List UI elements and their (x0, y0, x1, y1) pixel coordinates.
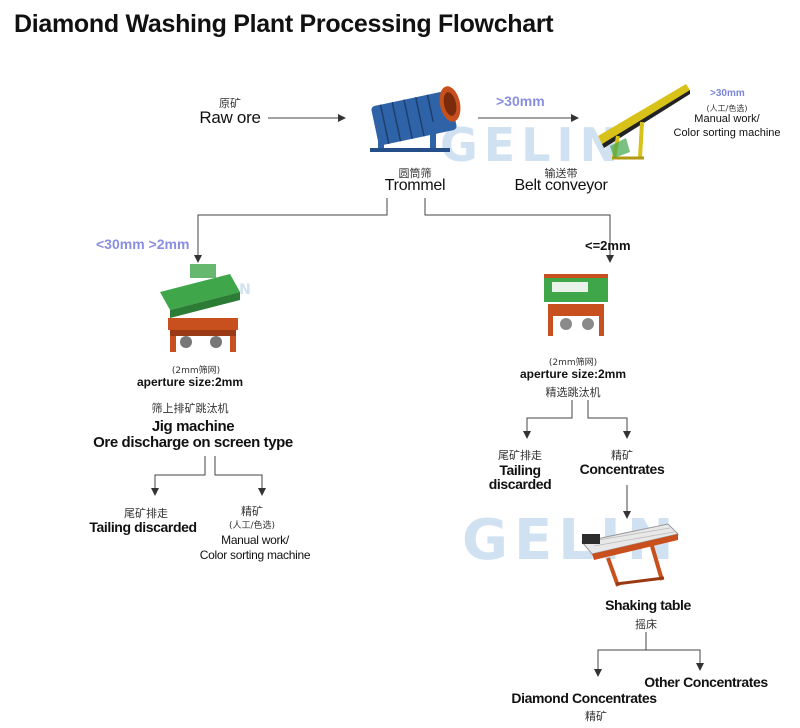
shaking-label: Shaking table (605, 597, 691, 613)
trommel-cn: 圆筒筛 (398, 167, 432, 180)
arrow-shaking-to-other (646, 649, 704, 671)
left-aperture: aperture size:2mm (136, 375, 244, 389)
left-conc-cn2: (人工/色选) (228, 521, 276, 531)
size-label-right: <=2mm (585, 238, 631, 253)
left-tailing-cn: 尾矿排走 (124, 507, 168, 520)
raw-ore-label: Raw ore (199, 108, 261, 127)
arrow-finejig-to-tailing (523, 400, 573, 439)
arrow-jig-to-tailing (151, 456, 206, 496)
right-conc: Concentrates (579, 461, 665, 477)
diamond-cn: 精矿 (585, 710, 607, 723)
belt-conveyor-image (598, 84, 690, 160)
jig-machine-image (160, 264, 240, 352)
trommel-image (370, 86, 461, 152)
left-aperture-cn: (2mm筛网) (171, 366, 221, 376)
belt-cn: 输送带 (544, 167, 578, 180)
belt-output-size: >30mm (710, 88, 745, 99)
arrow-shaking-to-diamond (594, 632, 647, 677)
raw-ore-cn: 原矿 (219, 97, 241, 110)
left-conc-cn: 精矿 (241, 505, 263, 518)
shaking-table-image (581, 523, 679, 587)
size-label-left: <30mm >2mm (96, 236, 190, 252)
other-concentrates: Other Concentrates (644, 674, 768, 690)
fine-jig-image (544, 274, 608, 336)
right-aperture-cn: (2mm筛网) (548, 358, 598, 368)
watermark-top: GELIN (440, 118, 625, 172)
left-machine-cn: 筛上排矿跳汰机 (151, 402, 229, 415)
left-machine-line2: Ore discharge on screen type (93, 434, 293, 451)
arrow-trommel-to-jig (194, 198, 388, 263)
left-machine-line1: Jig machine (151, 418, 235, 435)
trommel-label: Trommel (384, 177, 446, 194)
belt-output-line2: Color sorting machine (673, 127, 781, 139)
left-conc-line1: Manual work/ (221, 533, 289, 547)
belt-output-cn: (人工/色选) (706, 104, 748, 113)
arrow-trommel-to-fine-jig (424, 198, 614, 263)
right-tailing-cn: 尾矿排走 (498, 449, 542, 462)
shaking-cn: 摇床 (635, 618, 657, 631)
right-conc-cn: 精矿 (611, 449, 633, 462)
diamond-concentrates: Diamond Concentrates (511, 690, 657, 706)
page-title: Diamond Washing Plant Processing Flowcha… (14, 10, 554, 38)
belt-label: Belt conveyor (514, 177, 608, 194)
right-tailing-line1: Tailing (499, 462, 541, 478)
right-machine-cn: 精选跳汰机 (545, 386, 601, 399)
right-aperture: aperture size:2mm (519, 367, 627, 381)
left-tailing: Tailing discarded (89, 519, 197, 535)
arrow-jig-to-concentrate (214, 456, 266, 496)
left-conc-line2: Color sorting machine (199, 548, 311, 562)
size-label-gt30: >30mm (496, 93, 545, 109)
arrow-finejig-to-concentrate (587, 400, 631, 439)
belt-output-line1: Manual work/ (694, 113, 760, 125)
right-tailing-line2: discarded (488, 476, 552, 492)
